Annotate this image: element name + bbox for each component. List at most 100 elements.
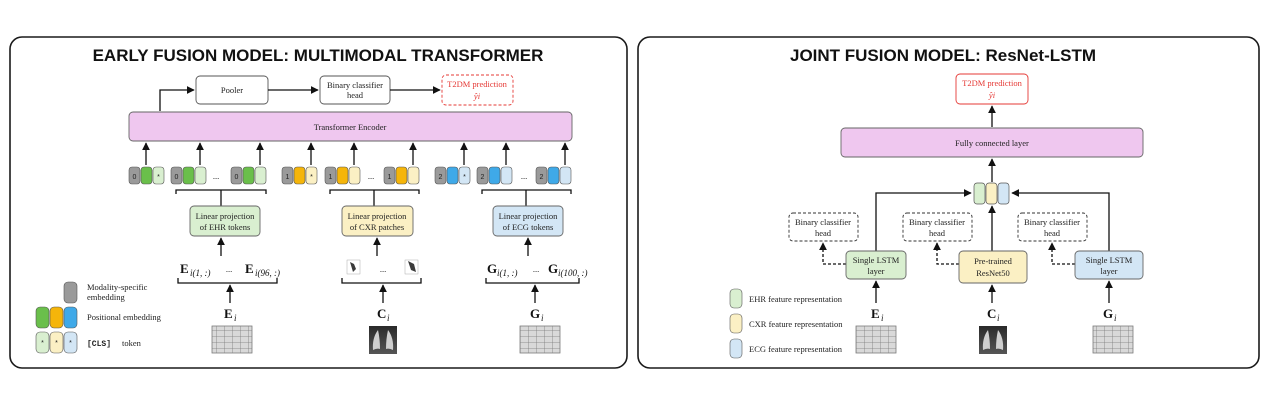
- svg-text:2: 2: [439, 174, 443, 181]
- svg-text:T2DM prediction: T2DM prediction: [447, 79, 507, 89]
- ehr-token-last: 0: [230, 166, 267, 185]
- ecg-linear-projection: Linear projection of ECG tokens: [492, 205, 564, 237]
- ecg-token-group: 2 * 2 ... 2: [434, 166, 572, 185]
- svg-text:ECG feature representation: ECG feature representation: [749, 344, 843, 354]
- ecg-input: G i: [519, 306, 561, 354]
- svg-text:i: i: [1114, 313, 1117, 323]
- svg-text:*: *: [69, 340, 72, 347]
- svg-text:Pre-trained: Pre-trained: [974, 256, 1013, 266]
- binary-classifier-head-ecg: Binary classifier head: [1017, 212, 1088, 242]
- svg-text:T2DM prediction: T2DM prediction: [962, 78, 1022, 88]
- svg-text:Single LSTM: Single LSTM: [853, 255, 900, 265]
- joint-fusion-legend: EHR feature representation CXR feature r…: [729, 288, 843, 359]
- svg-text:i: i: [541, 313, 544, 323]
- svg-text:...: ...: [521, 171, 527, 181]
- lstm-ehr: Single LSTM layer: [845, 250, 907, 280]
- cxr-input-right: C i: [979, 306, 1007, 354]
- svg-text:1: 1: [388, 174, 392, 181]
- svg-text:Transformer Encoder: Transformer Encoder: [314, 122, 387, 132]
- svg-text:of CXR patches: of CXR patches: [350, 222, 404, 232]
- fully-connected-layer: Fully connected layer: [840, 127, 1144, 158]
- svg-text:i(1, :): i(1, :): [497, 268, 518, 278]
- binary-classifier-head-ehr: Binary classifier head: [788, 212, 859, 242]
- svg-text:Linear projection: Linear projection: [348, 211, 408, 221]
- joint-fusion-panel: JOINT FUSION MODEL: ResNet-LSTM T2DM pre…: [637, 36, 1260, 369]
- svg-text:head: head: [815, 228, 832, 238]
- ehr-table-icon-right: [855, 325, 897, 354]
- svg-text:0: 0: [133, 174, 137, 181]
- cxr-token-group: 1 * 1 ... 1: [281, 166, 420, 185]
- svg-text:layer: layer: [1101, 266, 1118, 276]
- ehr-input: E i: [211, 306, 253, 354]
- svg-text:Pooler: Pooler: [221, 85, 243, 95]
- svg-text:i: i: [387, 313, 390, 323]
- ehr-input-right: E i: [855, 306, 897, 354]
- svg-text:of ECG tokens: of ECG tokens: [503, 222, 554, 232]
- svg-text:head: head: [347, 90, 364, 100]
- svg-text:G: G: [530, 306, 540, 321]
- svg-text:Binary classifier: Binary classifier: [909, 217, 965, 227]
- early-fusion-legend: Modality-specific embedding Positional e…: [35, 281, 162, 354]
- ecg-table-icon-right: [1092, 325, 1134, 354]
- pooler-box: Pooler: [195, 75, 269, 105]
- svg-text:E: E: [245, 261, 254, 276]
- svg-text:Binary classifier: Binary classifier: [795, 217, 851, 227]
- svg-text:*: *: [55, 340, 58, 347]
- token-to-encoder-arrows: [142, 142, 569, 165]
- svg-text:C: C: [987, 306, 996, 321]
- svg-text:1: 1: [286, 174, 290, 181]
- svg-text:G: G: [548, 261, 558, 276]
- svg-text:G: G: [487, 261, 497, 276]
- svg-text:Linear projection: Linear projection: [499, 211, 559, 221]
- svg-text:*: *: [41, 340, 44, 347]
- ecg-token-first: 2: [476, 166, 513, 185]
- svg-text:i(100, :): i(100, :): [558, 268, 588, 278]
- svg-text:Binary classifier: Binary classifier: [327, 80, 383, 90]
- svg-text:G: G: [1103, 306, 1113, 321]
- cxr-cls-token: 1 *: [281, 166, 318, 185]
- svg-text:*: *: [157, 174, 160, 181]
- svg-text:embedding: embedding: [87, 292, 126, 302]
- ecg-token-last: 2: [535, 166, 572, 185]
- svg-text:...: ...: [226, 264, 232, 274]
- svg-text:...: ...: [533, 264, 539, 274]
- svg-text:E: E: [871, 306, 880, 321]
- svg-text:...: ...: [380, 264, 386, 274]
- cls-to-pooler-arrow: [159, 86, 195, 111]
- ecg-cls-token: 2 *: [434, 166, 471, 185]
- svg-text:Positional embedding: Positional embedding: [87, 312, 162, 322]
- joint-fusion-title: JOINT FUSION MODEL: ResNet-LSTM: [790, 46, 1096, 65]
- svg-text:layer: layer: [868, 266, 885, 276]
- ehr-token-sequence: E i(1, :) ... E i(96, :): [180, 261, 280, 278]
- svg-text:Binary classifier: Binary classifier: [1024, 217, 1080, 227]
- svg-text:i: i: [997, 313, 1000, 323]
- svg-text:C: C: [377, 306, 386, 321]
- svg-text:2: 2: [481, 174, 485, 181]
- svg-text:i: i: [234, 313, 237, 323]
- early-fusion-panel: EARLY FUSION MODEL: MULTIMODAL TRANSFORM…: [9, 36, 628, 369]
- ecg-table-icon: [519, 325, 561, 354]
- svg-text:*: *: [463, 174, 466, 181]
- svg-text:ResNet50: ResNet50: [976, 268, 1010, 278]
- svg-text:Modality-specific: Modality-specific: [87, 282, 148, 292]
- svg-text:0: 0: [235, 174, 239, 181]
- svg-text:i: i: [881, 313, 884, 323]
- svg-text:CXR feature representation: CXR feature representation: [749, 319, 843, 329]
- svg-text:EHR feature representation: EHR feature representation: [749, 294, 843, 304]
- svg-text:i(96, :): i(96, :): [255, 268, 280, 278]
- ecg-token-sequence: G i(1, :) ... G i(100, :): [487, 261, 588, 278]
- t2dm-prediction-right: T2DM prediction ŷi: [955, 73, 1029, 105]
- svg-text:Single LSTM: Single LSTM: [1086, 255, 1133, 265]
- concatenated-features: [973, 182, 1010, 205]
- binary-classifier-head-left: Binary classifier head: [319, 75, 391, 105]
- binary-classifier-head-cxr: Binary classifier head: [902, 212, 973, 242]
- svg-text:ŷi: ŷi: [473, 91, 481, 101]
- svg-text:Fully connected layer: Fully connected layer: [955, 138, 1029, 148]
- svg-text:1: 1: [329, 174, 333, 181]
- cxr-token-last: 1: [383, 166, 420, 185]
- early-fusion-title: EARLY FUSION MODEL: MULTIMODAL TRANSFORM…: [93, 46, 544, 65]
- svg-text:2: 2: [540, 174, 544, 181]
- svg-text:...: ...: [213, 171, 219, 181]
- cxr-token-first: 1: [324, 166, 361, 185]
